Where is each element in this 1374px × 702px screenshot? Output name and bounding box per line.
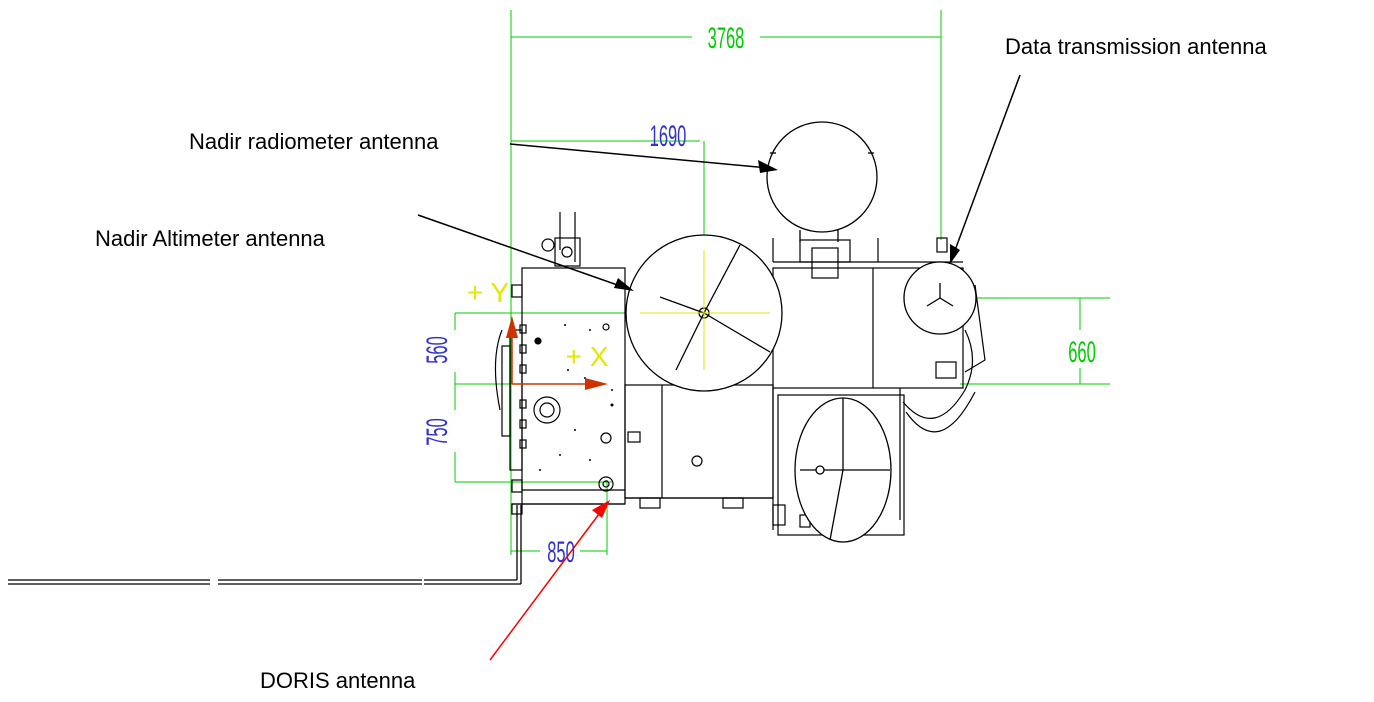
- panel-rivets: [539, 324, 614, 471]
- altimeter-crosshair: [640, 250, 770, 370]
- leader-arrowheads: [614, 160, 960, 291]
- label-data-transmission-antenna: Data transmission antenna: [1005, 34, 1267, 59]
- dimension-lines: [454, 10, 1110, 555]
- label-doris-antenna: DORIS antenna: [260, 668, 416, 693]
- dim-radiometer-offset: 1690: [650, 120, 687, 153]
- axis-label-plus-x: + X: [566, 341, 609, 372]
- axis-arrows: [506, 316, 608, 390]
- solar-panel-boom: [8, 505, 522, 585]
- doris-leader: [489, 500, 610, 661]
- radiometer-antenna-dish: [766, 121, 878, 242]
- leader-lines: [417, 74, 1021, 289]
- data-transmission-antenna-dish: [903, 261, 977, 335]
- dim-transmission-offset: 660: [1068, 336, 1096, 369]
- dim-y-upper: 560: [421, 336, 454, 364]
- dim-y-lower: 750: [421, 418, 454, 446]
- dim-doris-offset: 850: [547, 536, 575, 569]
- axis-label-plus-y: + Y: [467, 277, 510, 308]
- label-nadir-altimeter-antenna: Nadir Altimeter antenna: [95, 226, 325, 251]
- label-nadir-radiometer-antenna: Nadir radiometer antenna: [189, 129, 439, 154]
- lower-antenna-dish: [794, 397, 892, 543]
- dim-overall-width: 3768: [708, 22, 745, 55]
